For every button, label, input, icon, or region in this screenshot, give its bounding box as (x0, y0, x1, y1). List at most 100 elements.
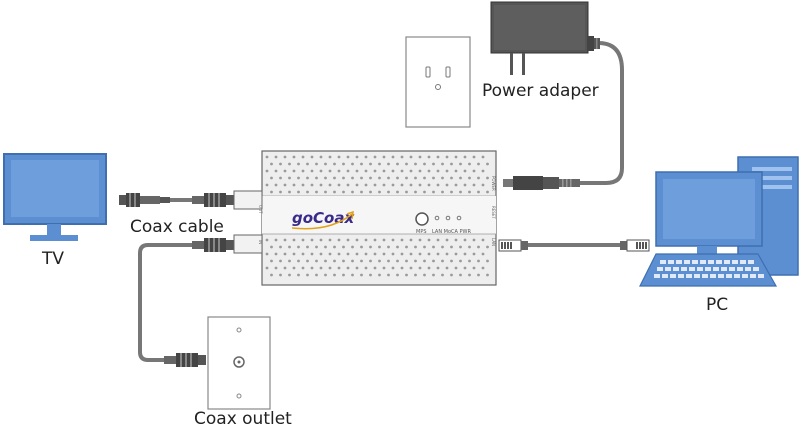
vent-hole (265, 155, 269, 159)
vent-hole (337, 238, 341, 242)
vent-hole (279, 259, 282, 263)
vent-hole (315, 245, 318, 249)
vent-hole (283, 155, 287, 159)
led-moca (445, 215, 451, 221)
vent-hole (360, 273, 363, 277)
vent-hole (450, 190, 453, 194)
vent-hole (423, 176, 426, 180)
vent-hole (274, 238, 278, 242)
vent-hole (297, 259, 300, 263)
vent-hole (292, 266, 296, 270)
vent-hole (333, 273, 336, 277)
vent-hole (301, 183, 305, 187)
port-label-in: IN (258, 240, 263, 244)
keyboard-key (678, 274, 684, 278)
vent-hole (292, 183, 296, 187)
power-cable (580, 41, 624, 185)
label-coax-cable: Coax cable (130, 217, 224, 237)
coax-cable-outlet (138, 243, 192, 362)
vent-hole (382, 169, 386, 173)
coax-connector-icon (119, 193, 170, 207)
vent-hole (301, 252, 305, 256)
tv-icon (3, 153, 107, 241)
vent-hole (319, 266, 323, 270)
wall-power-outlet-icon (405, 36, 471, 128)
vent-hole (450, 273, 453, 277)
vent-hole (414, 245, 417, 249)
vent-hole (310, 238, 314, 242)
vent-hole (306, 245, 309, 249)
keyboard-key (657, 267, 663, 271)
vent-hole (477, 259, 480, 263)
vent-hole (283, 183, 287, 187)
vent-hole (333, 245, 336, 249)
vent-hole (274, 183, 278, 187)
vent-hole (328, 252, 332, 256)
vent-hole (292, 155, 296, 159)
vent-hole (342, 162, 345, 166)
vent-hole (351, 259, 354, 263)
vent-hole (391, 183, 395, 187)
vent-hole (342, 259, 345, 263)
vent-hole (441, 259, 444, 263)
vent-hole (301, 169, 305, 173)
vent-hole (427, 252, 431, 256)
vent-hole (364, 169, 368, 173)
vent-hole (351, 176, 354, 180)
vent-hole (445, 169, 449, 173)
vent-hole (414, 162, 417, 166)
vent-hole (364, 238, 368, 242)
mps-button[interactable] (415, 212, 429, 226)
keyboard-key (665, 267, 671, 271)
vent-hole (477, 190, 480, 194)
vent-hole (400, 266, 404, 270)
vent-hole (351, 162, 354, 166)
vent-hole (342, 176, 345, 180)
vent-hole (306, 259, 309, 263)
vent-hole (355, 238, 359, 242)
vent-hole (436, 266, 440, 270)
keyboard-key (734, 274, 740, 278)
keyboard-key (737, 267, 743, 271)
vent-hole (369, 259, 372, 263)
vent-pattern-top (265, 155, 489, 194)
keyboard-key (668, 260, 674, 264)
vent-hole (301, 238, 305, 242)
vent-hole (297, 176, 300, 180)
vent-hole (292, 169, 296, 173)
vent-hole (355, 155, 359, 159)
vent-hole (310, 155, 314, 159)
vent-hole (288, 162, 291, 166)
vent-hole (454, 252, 458, 256)
vent-hole (265, 183, 269, 187)
keyboard-key (718, 274, 724, 278)
keyboard-key (684, 260, 690, 264)
vent-hole (270, 245, 273, 249)
keyboard-key (686, 274, 692, 278)
vent-hole (427, 155, 431, 159)
keyboard-key (673, 267, 679, 271)
vent-hole (396, 176, 399, 180)
vent-hole (423, 162, 426, 166)
power-adapter-icon (490, 1, 600, 75)
vent-hole (337, 155, 341, 159)
vent-hole (337, 266, 341, 270)
keyboard-key (705, 267, 711, 271)
keyboard-key (710, 274, 716, 278)
vent-hole (445, 252, 449, 256)
vent-hole (454, 266, 458, 270)
vent-hole (369, 273, 372, 277)
vent-hole (319, 155, 323, 159)
vent-hole (319, 169, 323, 173)
vent-hole (436, 183, 440, 187)
gocoax-adapter-device: OUT IN goCoax MPS LAN MoCA PWR POWER RES… (233, 150, 497, 286)
vent-hole (450, 176, 453, 180)
vent-hole (297, 190, 300, 194)
vent-hole (315, 190, 318, 194)
vent-hole (450, 259, 453, 263)
vent-hole (414, 259, 417, 263)
vent-hole (279, 245, 282, 249)
vent-hole (324, 162, 327, 166)
